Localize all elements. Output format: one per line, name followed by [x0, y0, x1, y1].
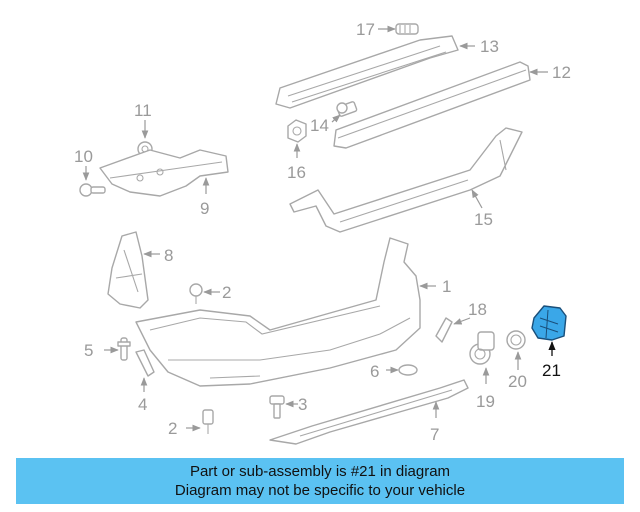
part-10-screw [79, 183, 106, 197]
part-9-side-bracket [99, 149, 229, 197]
part-7-diffuser [269, 379, 469, 445]
part-20-sensor-ring [506, 330, 526, 350]
callout-2-upper: 2 [222, 283, 231, 302]
part-6-plug [398, 364, 418, 376]
callout-10: 10 [74, 147, 93, 166]
part-21-sensor-bracket [531, 305, 567, 341]
part-16-nut [287, 119, 307, 143]
callout-16: 16 [287, 163, 306, 182]
part-17-bolt [395, 23, 419, 35]
part-14-bolt [336, 101, 358, 117]
callout-20: 20 [508, 372, 527, 391]
callout-11: 11 [134, 101, 152, 120]
callout-9: 9 [200, 199, 209, 218]
part-3-bolt [269, 395, 285, 419]
callout-4: 4 [138, 395, 147, 414]
parts-diagram: 17 13 12 14 16 15 11 [74, 20, 571, 445]
callout-7: 7 [430, 425, 439, 444]
callout-5: 5 [84, 341, 93, 360]
callout-18: 18 [468, 300, 487, 319]
callout-19: 19 [476, 392, 495, 411]
part-18-bracket [435, 317, 453, 343]
callout-17: 17 [356, 20, 375, 39]
part-8-lower-bracket [107, 231, 149, 309]
banner-line-part: Part or sub-assembly is #21 in diagram [189, 463, 451, 480]
part-2-clip-upper [189, 283, 203, 304]
part-13-energy-absorber [275, 35, 459, 109]
banner-line-disclaimer: Diagram may not be specific to your vehi… [174, 482, 466, 499]
callout-8: 8 [164, 246, 173, 265]
callout-15: 15 [474, 210, 493, 229]
callout-12: 12 [552, 63, 571, 82]
part-1-bumper-cover [135, 237, 421, 387]
part-19-park-sensor [469, 331, 495, 365]
callout-1: 1 [442, 277, 451, 296]
part-15-reinforcement [289, 127, 523, 233]
part-5-pin [117, 337, 131, 361]
callout-21: 21 [542, 361, 561, 380]
callout-13: 13 [480, 37, 499, 56]
callout-6: 6 [370, 362, 379, 381]
part-2-clip-lower [202, 409, 214, 434]
part-4-reflector [135, 349, 155, 377]
part-12-impact-bar [333, 61, 531, 149]
info-banner: Part or sub-assembly is #21 in diagram D… [16, 458, 624, 504]
callout-2-lower: 2 [168, 419, 177, 438]
callout-3: 3 [298, 395, 307, 414]
callout-14: 14 [310, 116, 329, 135]
